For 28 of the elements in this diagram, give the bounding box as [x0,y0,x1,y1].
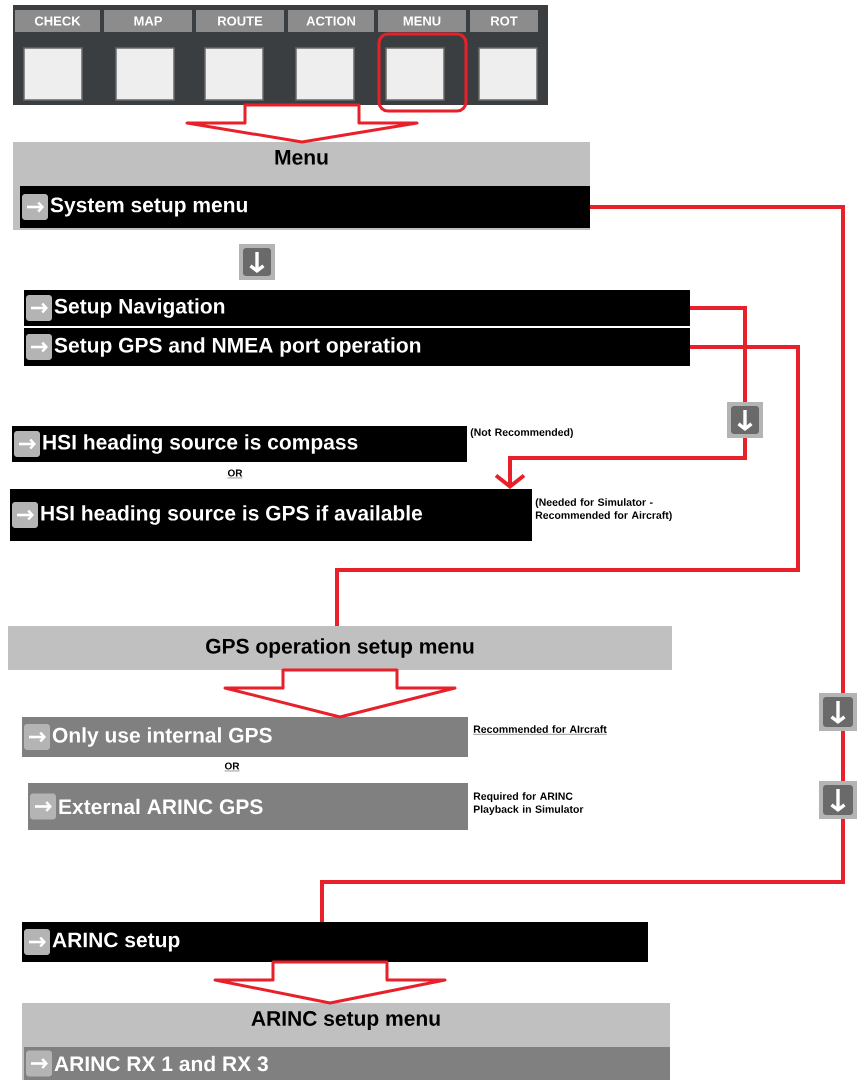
node-label: Setup GPS and NMEA port operation [54,337,421,357]
menu-item-bar: External ARINC GPS [28,783,468,830]
connector-arrow [494,306,763,489]
or-label: OR [227,469,243,479]
or-label: OR [224,762,240,772]
tab-button: ACTION [288,10,374,32]
menu-item-bar: Only use internal GPS [22,717,468,757]
big-arrow [213,960,447,1005]
menu-item-bar: System setup menu [20,186,590,228]
menu-header: GPS operation setup menu [8,626,672,670]
tab-button: MENU [378,10,466,32]
menu-item-bar: HSI heading source is compass [12,426,467,462]
tab-button: ROUTE [196,10,284,32]
note-text: (Needed for Simulator - Recommended for Aircraft) [535,498,672,521]
note-text: Recommended for AIrcraft [473,725,607,735]
menu-item-bar: HSI heading source is GPS if available [10,489,532,541]
tab-button: ROT [470,10,538,32]
tab-button: MAP [104,10,192,32]
menu-item-bar: Setup GPS and NMEA port operation [24,328,690,366]
note-text: (Not Recommended) [470,428,573,438]
note-text: Required for ARINC Playback in Simulator [473,792,584,815]
node-label: Setup Navigation [54,298,225,318]
menu-item-bar: Setup Navigation [24,290,690,326]
menu-item-bar: ARINC setup [22,922,648,962]
tab-button: CHECK [15,10,100,32]
menu-item-bar: ARINC RX 1 and RX 3 [24,1047,670,1080]
big-arrow [223,668,457,719]
big-arrow [185,103,419,144]
